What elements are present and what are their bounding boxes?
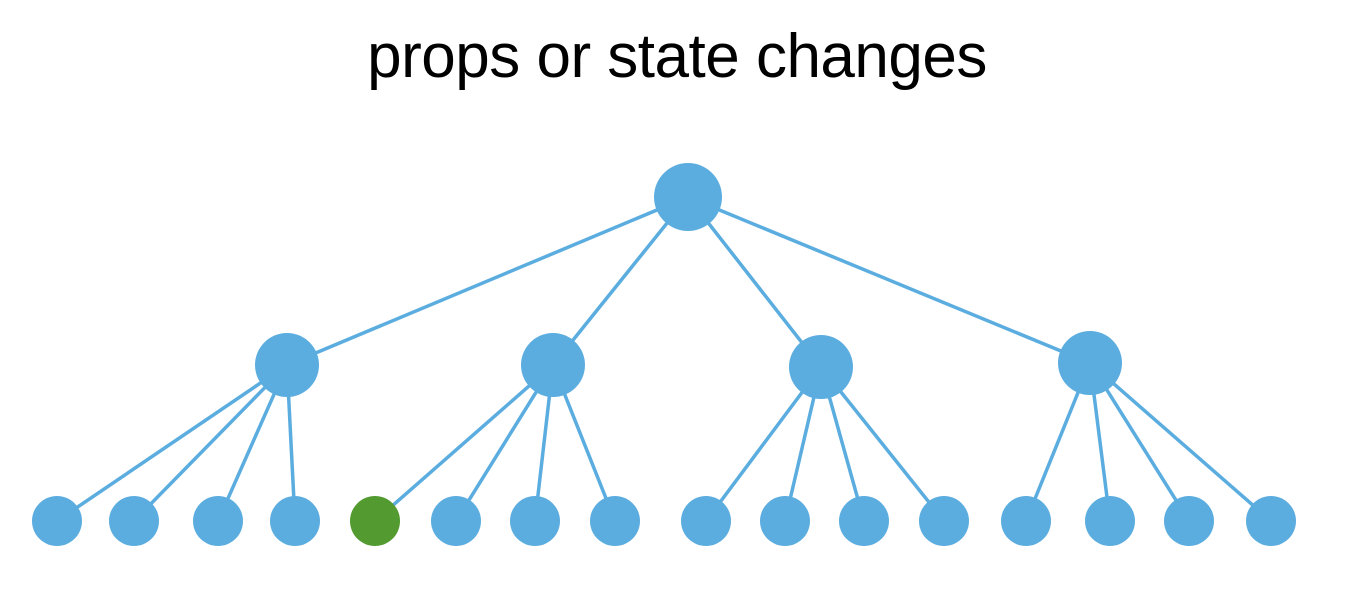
tree-edge <box>373 363 555 523</box>
tree-edge <box>132 363 289 523</box>
tree-edge <box>704 365 823 523</box>
tree-node[interactable] <box>431 496 481 546</box>
tree-node[interactable] <box>193 496 243 546</box>
tree-node[interactable] <box>255 333 319 397</box>
tree-node[interactable] <box>109 496 159 546</box>
tree-edge <box>551 195 690 367</box>
tree-edge <box>55 363 289 523</box>
tree-node[interactable] <box>521 333 585 397</box>
tree-edge <box>686 195 1092 365</box>
tree-node-highlighted[interactable] <box>350 496 400 546</box>
page-title: props or state changes <box>367 22 987 91</box>
tree-node[interactable] <box>32 496 82 546</box>
tree-edge <box>1088 361 1273 523</box>
tree-node[interactable] <box>760 496 810 546</box>
tree-node[interactable] <box>919 496 969 546</box>
tree-edge <box>819 365 946 523</box>
tree-node[interactable] <box>789 335 853 399</box>
tree-node[interactable] <box>1058 331 1122 395</box>
tree-node[interactable] <box>681 496 731 546</box>
tree-edge <box>285 195 690 367</box>
tree-node[interactable] <box>1246 496 1296 546</box>
tree-edge <box>686 195 823 369</box>
tree-node[interactable] <box>510 496 560 546</box>
tree-node[interactable] <box>654 163 722 231</box>
node-layer <box>32 163 1296 546</box>
tree-node[interactable] <box>1164 496 1214 546</box>
tree-node[interactable] <box>590 496 640 546</box>
tree-node[interactable] <box>839 496 889 546</box>
tree-node[interactable] <box>270 496 320 546</box>
tree-node[interactable] <box>1085 496 1135 546</box>
tree-node[interactable] <box>1001 496 1051 546</box>
